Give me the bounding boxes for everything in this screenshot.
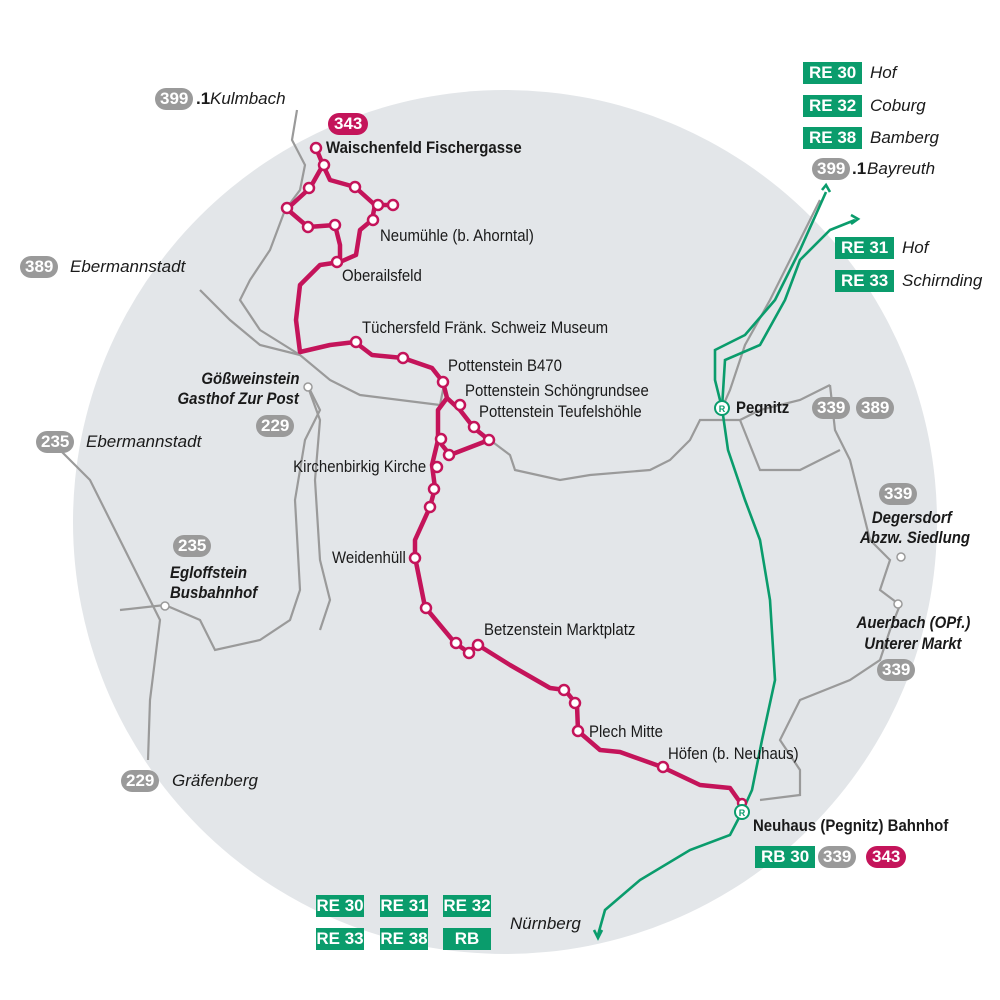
rail-dest: Coburg [870,96,926,115]
rail-symbol: R [739,808,746,818]
goessweinstein-badge[interactable]: 229 [256,415,295,437]
graefenberg-dest: Gräfenberg [172,771,258,790]
stop-label[interactable]: Neumühle (b. Ahorntal) [380,226,534,245]
goessweinstein-label[interactable]: Gößweinstein [200,369,299,388]
rail-symbol: R [719,404,726,414]
egloffstein-label[interactable]: Egloffstein [170,563,248,582]
auerbach-badge[interactable]: 339 [877,659,916,681]
pegnitz-label[interactable]: Pegnitz [736,398,790,417]
auerbach-label[interactable]: Unterer Markt [864,634,962,653]
degersdorf-label[interactable]: Degersdorf [872,508,952,527]
rail-badge[interactable]: RE 32 [443,895,491,917]
rail-lines [592,182,861,941]
bayreuth-dest: Bayreuth [867,159,936,178]
rail-badge[interactable]: RE 32 [803,95,863,117]
stop-label[interactable]: Pottenstein B470 [448,356,562,375]
degersdorf-badge[interactable]: 339 [879,483,918,505]
stop-label[interactable]: Oberailsfeld [342,266,422,285]
bus-stops-other [160,382,906,611]
rail-badge[interactable]: RE 30 [316,895,364,917]
stop-label[interactable]: Weidenhüll [332,548,406,567]
rail-badge[interactable]: RE 38 [803,127,863,149]
ebermannstadt-235-dest: Ebermannstadt [86,432,202,451]
stop-label[interactable]: Pottenstein Schöngrundsee [465,381,649,400]
stop-label[interactable]: Betzenstein Marktplatz [484,620,636,639]
rail-dest: Bamberg [870,128,939,147]
rail-badge[interactable]: RE 31 [835,237,895,259]
stop-label[interactable]: Höfen (b. Neuhaus) [668,744,799,763]
route-343-stops [280,141,748,809]
graefenberg-badge[interactable]: 229 [121,770,160,792]
neuhaus-bus-badge[interactable]: 339 [818,846,857,868]
bayreuth-badge[interactable]: 399 [812,158,851,180]
stop-label[interactable]: Waischenfeld Fischergasse [326,138,522,157]
rail-dest: Schirnding [902,271,983,290]
degersdorf-label[interactable]: Abzw. Siedlung [860,528,970,547]
roads [59,109,902,802]
pegnitz-bus-badge[interactable]: 389 [856,397,895,419]
auerbach-label[interactable]: Auerbach (OPf.) [856,613,970,632]
rail-badge[interactable]: RE 30 [803,62,863,84]
kulmbach-badge[interactable]: 399 [155,88,194,110]
stop-label[interactable]: Kirchenbirkig Kirche [292,457,426,476]
nuernberg-dest: Nürnberg [510,914,581,933]
stop-label[interactable]: Plech Mitte [589,722,664,741]
rail-dest: Hof [902,238,929,257]
stop-label[interactable]: Neuhaus (Pegnitz) Bahnhof [753,816,949,835]
rail-badge[interactable]: RE 38 [380,928,428,950]
egloffstein-label[interactable]: Busbahnhof [170,583,258,602]
area-circle [73,90,937,954]
route-badge-343[interactable]: 343 [328,113,369,135]
rail-badge[interactable]: RE 33 [835,270,895,292]
kulmbach-dest: Kulmbach [210,89,286,108]
stop-label[interactable]: Pottenstein Teufelshöhle [479,402,642,421]
goessweinstein-label[interactable]: Gasthof Zur Post [177,389,299,408]
ebermannstadt-389-dest: Ebermannstadt [70,257,186,276]
kulmbach-suffix: .1 [196,89,211,108]
rail-badge[interactable]: RE 33 [316,928,364,950]
bayreuth-suffix: .1 [852,159,867,178]
rail-dest: Hof [870,63,897,82]
rail-stations: R R [714,400,750,820]
neuhaus-rail-badge[interactable]: RB 30 [755,846,816,868]
rail-badge[interactable]: RB 30 [443,928,491,970]
neuhaus-343-badge[interactable]: 343 [866,846,907,868]
stop-label[interactable]: Tüchersfeld Fränk. Schweiz Museum [362,318,609,337]
egloffstein-badge[interactable]: 235 [173,535,212,557]
pegnitz-bus-badge[interactable]: 339 [812,397,851,419]
rail-badge[interactable]: RE 31 [380,895,428,917]
ebermannstadt-235-badge[interactable]: 235 [36,431,75,453]
ebermannstadt-389-badge[interactable]: 389 [20,256,59,278]
